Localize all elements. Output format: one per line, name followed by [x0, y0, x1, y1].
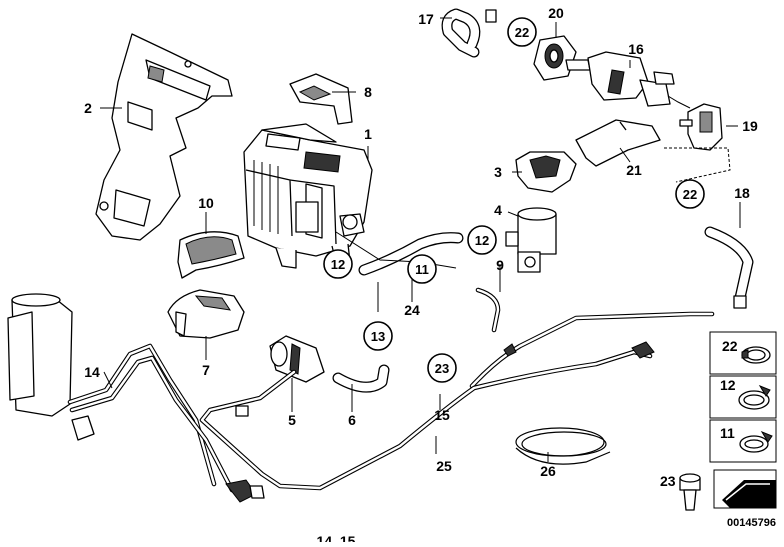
part-24-hose — [358, 232, 464, 276]
label-25: 25 — [436, 458, 452, 474]
svg-text:12: 12 — [331, 257, 345, 272]
label-18: 18 — [734, 185, 750, 201]
part-16-dosing-pump — [565, 51, 691, 109]
legend-row-22: 22 — [722, 338, 771, 364]
label-9: 9 — [496, 257, 504, 273]
legend-row-12: 12 — [720, 377, 771, 410]
legend-row-23: 23 — [660, 473, 701, 511]
svg-text:23: 23 — [435, 361, 449, 376]
circled-label-12-right: 12 — [467, 225, 497, 255]
part-18-hose — [704, 226, 754, 309]
part-10-shield — [177, 231, 245, 279]
part-14-fuel-pump — [7, 293, 265, 503]
circled-label-12-left: 12 — [323, 249, 353, 279]
label-15: 15 — [434, 407, 450, 423]
label-7: 7 — [202, 362, 210, 378]
label-14: 14 — [84, 364, 100, 380]
part-8-cover — [289, 73, 353, 125]
part-19-clamp — [679, 103, 723, 151]
circled-label-22-top: 22 — [507, 17, 537, 47]
legend-arrow-icon — [722, 480, 776, 508]
label-6: 6 — [348, 412, 356, 428]
part-number-labels: 1 2 3 4 5 6 7 8 9 10 14 15 16 17 18 19 2… — [84, 5, 758, 479]
label-24: 24 — [404, 302, 420, 318]
svg-text:12: 12 — [720, 377, 736, 393]
label-17: 17 — [418, 11, 434, 27]
svg-text:12: 12 — [475, 233, 489, 248]
svg-text:13: 13 — [371, 329, 385, 344]
svg-text:22: 22 — [515, 25, 529, 40]
svg-text:11: 11 — [415, 262, 429, 277]
part-5-filter — [269, 335, 325, 383]
svg-text:22: 22 — [722, 338, 738, 354]
leader-lines — [100, 17, 741, 462]
part-17-hose — [441, 8, 497, 58]
label-8: 8 — [364, 84, 372, 100]
label-26: 26 — [540, 463, 556, 479]
circled-label-13: 13 — [363, 321, 393, 351]
circled-labels: 22 12 12 11 13 23 22 — [323, 17, 705, 383]
label-10: 10 — [198, 195, 214, 211]
legend-panel: 22 12 11 23 — [660, 331, 777, 511]
label-19: 19 — [742, 118, 758, 134]
part-1-heater-unit — [243, 123, 373, 269]
circled-label-23: 23 — [427, 353, 457, 383]
part-26-wire — [515, 427, 611, 465]
legend-row-11: 11 — [720, 425, 773, 453]
footer-note: 14, 15 — [317, 533, 356, 542]
part-3-clip — [515, 151, 577, 193]
part-15-fuel-line — [469, 311, 715, 389]
label-3: 3 — [494, 164, 502, 180]
part-9-hose — [475, 287, 501, 333]
label-1: 1 — [364, 126, 372, 142]
part-4-pump — [505, 207, 557, 273]
diagram-id: 00145796 — [727, 517, 776, 529]
part-2-bracket — [95, 33, 233, 241]
part-25-fuel-line — [199, 341, 655, 491]
svg-text:22: 22 — [683, 187, 697, 202]
part-6-hose — [332, 364, 390, 393]
svg-text:23: 23 — [660, 473, 676, 489]
label-20: 20 — [548, 5, 564, 21]
svg-text:11: 11 — [720, 425, 735, 441]
circled-label-11: 11 — [407, 254, 437, 284]
part-7-muffler — [167, 289, 245, 339]
label-5: 5 — [288, 412, 296, 428]
label-2: 2 — [84, 100, 92, 116]
part-21-bracket — [575, 119, 661, 167]
label-21: 21 — [626, 162, 642, 178]
label-16: 16 — [628, 41, 644, 57]
part-20-grommet — [533, 35, 577, 81]
label-4: 4 — [494, 202, 502, 218]
circled-label-22-right: 22 — [675, 179, 705, 209]
